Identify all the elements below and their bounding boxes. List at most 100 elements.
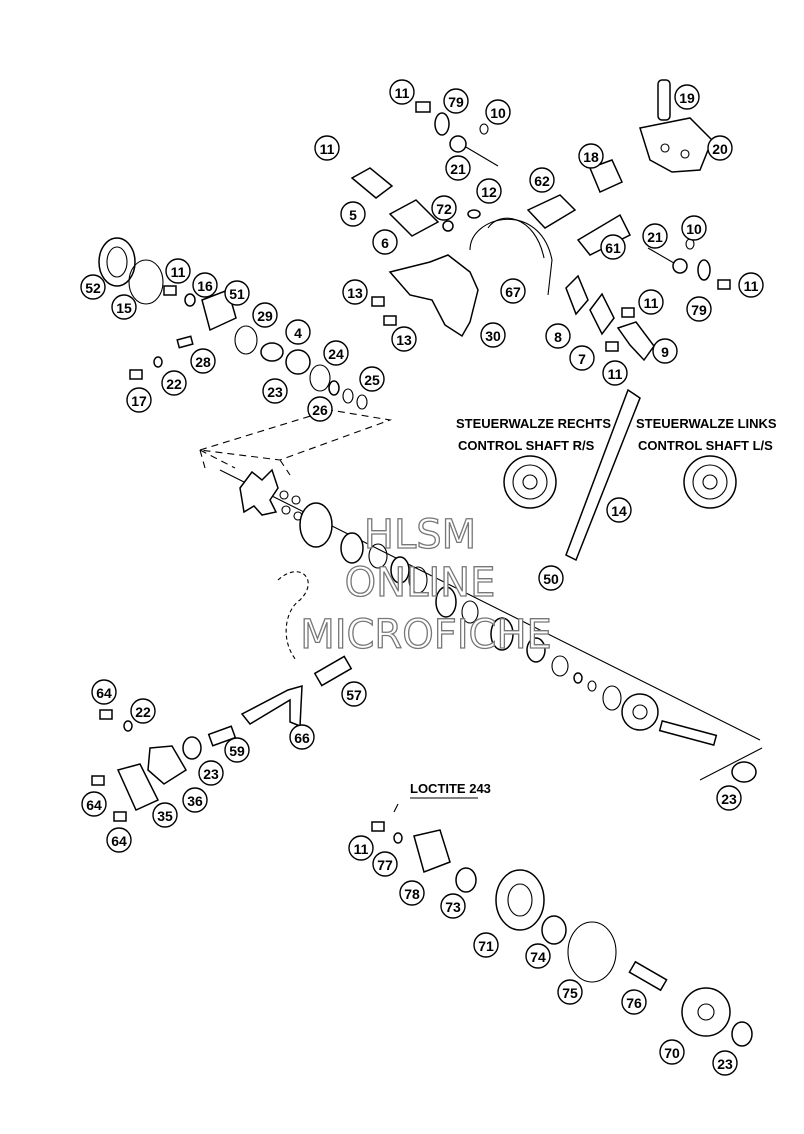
part-callout-4: 4 xyxy=(285,319,311,345)
part-callout-21: 21 xyxy=(642,223,668,249)
part-callout-64: 64 xyxy=(81,791,107,817)
part-number: 24 xyxy=(328,346,344,362)
part-number: 10 xyxy=(490,105,506,121)
part-callout-16: 16 xyxy=(192,272,218,298)
part-number: 59 xyxy=(229,743,245,759)
part-number: 11 xyxy=(171,264,186,280)
part-number: 66 xyxy=(294,730,310,746)
part-number: 11 xyxy=(644,295,659,311)
part-callout-5: 5 xyxy=(340,201,366,227)
lower-left-drawings xyxy=(91,709,202,822)
part-number: 62 xyxy=(534,173,550,189)
part-number: 36 xyxy=(187,793,203,809)
part-callout-24: 24 xyxy=(323,340,349,366)
part-number: 28 xyxy=(195,354,211,370)
part-callout-22: 22 xyxy=(161,370,187,396)
part-callout-23: 23 xyxy=(198,760,224,786)
left-shaft-label-de: STEUERWALZE LINKS xyxy=(636,416,777,431)
part-number: 15 xyxy=(116,300,132,316)
part-callout-19: 19 xyxy=(674,84,700,110)
part-number: 6 xyxy=(381,235,389,251)
right-shaft-label-en: CONTROL SHAFT R/S xyxy=(458,438,595,453)
part-number: 4 xyxy=(294,325,302,341)
callout-layer: 1179102119201862115127261021611179671313… xyxy=(80,79,764,1076)
part-number: 79 xyxy=(691,302,707,318)
part-callout-78: 78 xyxy=(399,880,425,906)
part-callout-10: 10 xyxy=(485,99,511,125)
part-callout-64: 64 xyxy=(106,827,132,853)
part-number: 26 xyxy=(312,402,328,418)
part-callout-74: 74 xyxy=(525,943,551,969)
part-number: 35 xyxy=(157,808,173,824)
part-callout-23: 23 xyxy=(262,378,288,404)
part-callout-36: 36 xyxy=(182,787,208,813)
part-callout-35: 35 xyxy=(152,802,178,828)
part-number: 19 xyxy=(679,90,695,106)
part-callout-76: 76 xyxy=(621,989,647,1015)
part-number: 51 xyxy=(229,286,245,302)
part-callout-21: 21 xyxy=(445,155,471,181)
part-number: 7 xyxy=(578,351,586,367)
part-number: 5 xyxy=(349,207,357,223)
part-callout-25: 25 xyxy=(359,366,385,392)
part-number: 64 xyxy=(96,685,112,701)
right-shaft-label-de: STEUERWALZE RECHTS xyxy=(456,416,611,431)
part-number: 29 xyxy=(257,308,273,324)
watermark-line-3: MICROFICHE xyxy=(300,612,552,658)
part-callout-29: 29 xyxy=(252,302,278,328)
part-number: 11 xyxy=(608,366,623,382)
watermark-line-1: HLSM xyxy=(364,512,476,558)
part-callout-18: 18 xyxy=(578,143,604,169)
part-number: 21 xyxy=(647,229,663,245)
part-callout-20: 20 xyxy=(707,135,733,161)
main-shaft-drawings xyxy=(199,388,763,783)
part-number: 11 xyxy=(395,85,410,101)
part-callout-11: 11 xyxy=(314,135,340,161)
part-callout-50: 50 xyxy=(538,565,564,591)
part-number: 74 xyxy=(530,949,546,965)
part-number: 22 xyxy=(166,376,182,392)
part-callout-17: 17 xyxy=(126,387,152,413)
part-callout-66: 66 xyxy=(289,724,315,750)
part-callout-73: 73 xyxy=(440,893,466,919)
part-callout-61: 61 xyxy=(600,234,626,260)
part-number: 20 xyxy=(712,141,728,157)
part-number: 57 xyxy=(346,687,362,703)
part-callout-79: 79 xyxy=(686,296,712,322)
part-number: 75 xyxy=(562,985,578,1001)
part-callout-11: 11 xyxy=(348,835,374,861)
part-number: 23 xyxy=(267,384,283,400)
part-number: 78 xyxy=(404,886,420,902)
part-number: 12 xyxy=(481,184,497,200)
part-number: 18 xyxy=(583,149,599,165)
part-callout-79: 79 xyxy=(443,88,469,114)
gear-icon xyxy=(503,455,557,509)
left-shaft-label-en: CONTROL SHAFT L/S xyxy=(638,438,773,453)
part-callout-30: 30 xyxy=(480,322,506,348)
part-number: 9 xyxy=(661,344,669,360)
part-number: 11 xyxy=(320,141,335,157)
part-number: 23 xyxy=(203,766,219,782)
part-number: 79 xyxy=(448,94,464,110)
part-callout-9: 9 xyxy=(652,338,678,364)
part-number: 11 xyxy=(744,278,759,294)
part-number: 13 xyxy=(396,332,412,348)
part-callout-28: 28 xyxy=(190,348,216,374)
part-number: 77 xyxy=(377,857,393,873)
part-number: 11 xyxy=(354,841,369,857)
part-callout-8: 8 xyxy=(545,323,571,349)
water-pump-drawings xyxy=(371,803,753,1047)
loctite-label: LOCTITE 243 xyxy=(410,781,491,796)
part-number: 8 xyxy=(554,329,562,345)
part-callout-26: 26 xyxy=(307,396,333,422)
part-number: 13 xyxy=(347,285,363,301)
part-callout-57: 57 xyxy=(341,681,367,707)
part-number: 67 xyxy=(505,284,521,300)
part-callout-71: 71 xyxy=(473,932,499,958)
part-number: 72 xyxy=(436,201,452,217)
part-callout-70: 70 xyxy=(659,1039,685,1065)
part-number: 61 xyxy=(605,240,621,256)
part-number: 23 xyxy=(721,791,737,807)
part-number: 52 xyxy=(85,280,101,296)
